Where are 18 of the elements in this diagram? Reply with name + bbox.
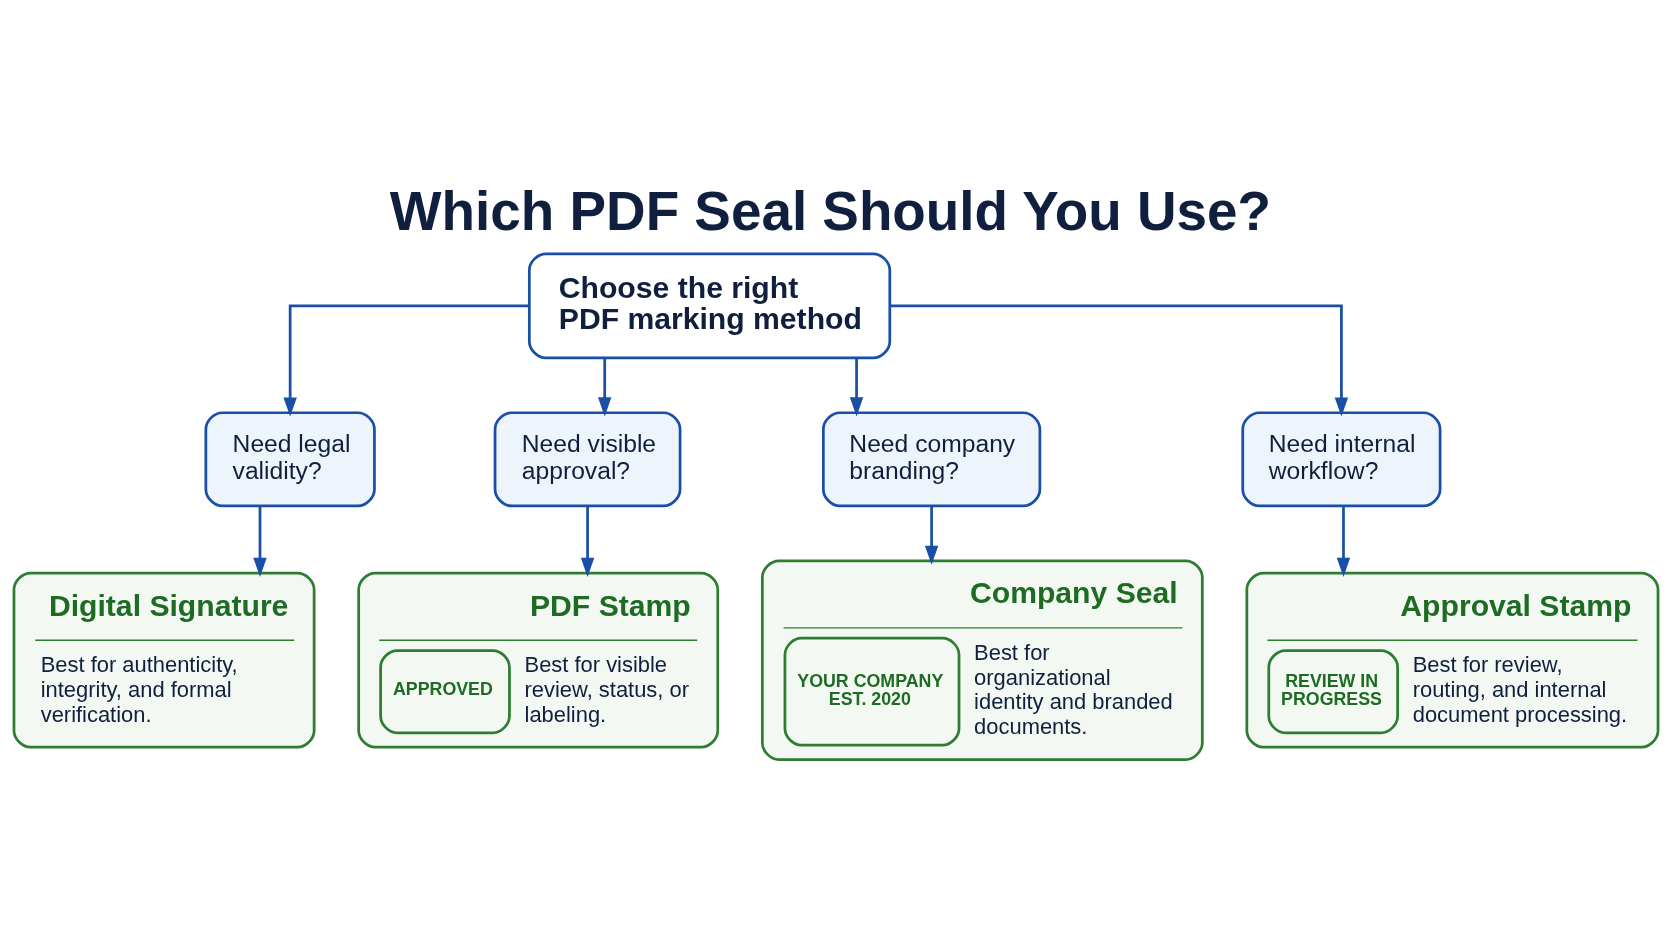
- arrow: [597, 357, 612, 416]
- node-box: Need internal workflow?: [1241, 410, 1442, 507]
- arrow: [849, 357, 864, 416]
- arrow: [580, 505, 595, 577]
- arrow: [1336, 505, 1351, 577]
- node-box: Need legal validity?: [204, 410, 376, 507]
- arrow: [924, 505, 939, 565]
- node-box: Choose the right PDF marking method: [527, 251, 892, 359]
- node-box: Need visible approval?: [493, 410, 682, 507]
- node-box: Approval Stamp REVIEW IN PROGRESS Best for review, routing, and internal document processing.: [1245, 571, 1660, 749]
- arrow: [283, 303, 530, 417]
- node-box: Digital Signature Best for authenticity, integrity, and formal verification.: [12, 571, 316, 749]
- node-box: Company Seal YOUR COMPANY EST. 2020 Best for organizational identity and branded documents.: [760, 558, 1204, 761]
- arrow: [253, 505, 267, 577]
- node-box: PDF Stamp APPROVED Best for visible review, status, or labeling.: [357, 571, 720, 749]
- arrow: [890, 303, 1349, 417]
- node-box: Need company branding?: [821, 410, 1042, 507]
- diagram-title: Which PDF Seal Should You Use?: [389, 179, 1272, 242]
